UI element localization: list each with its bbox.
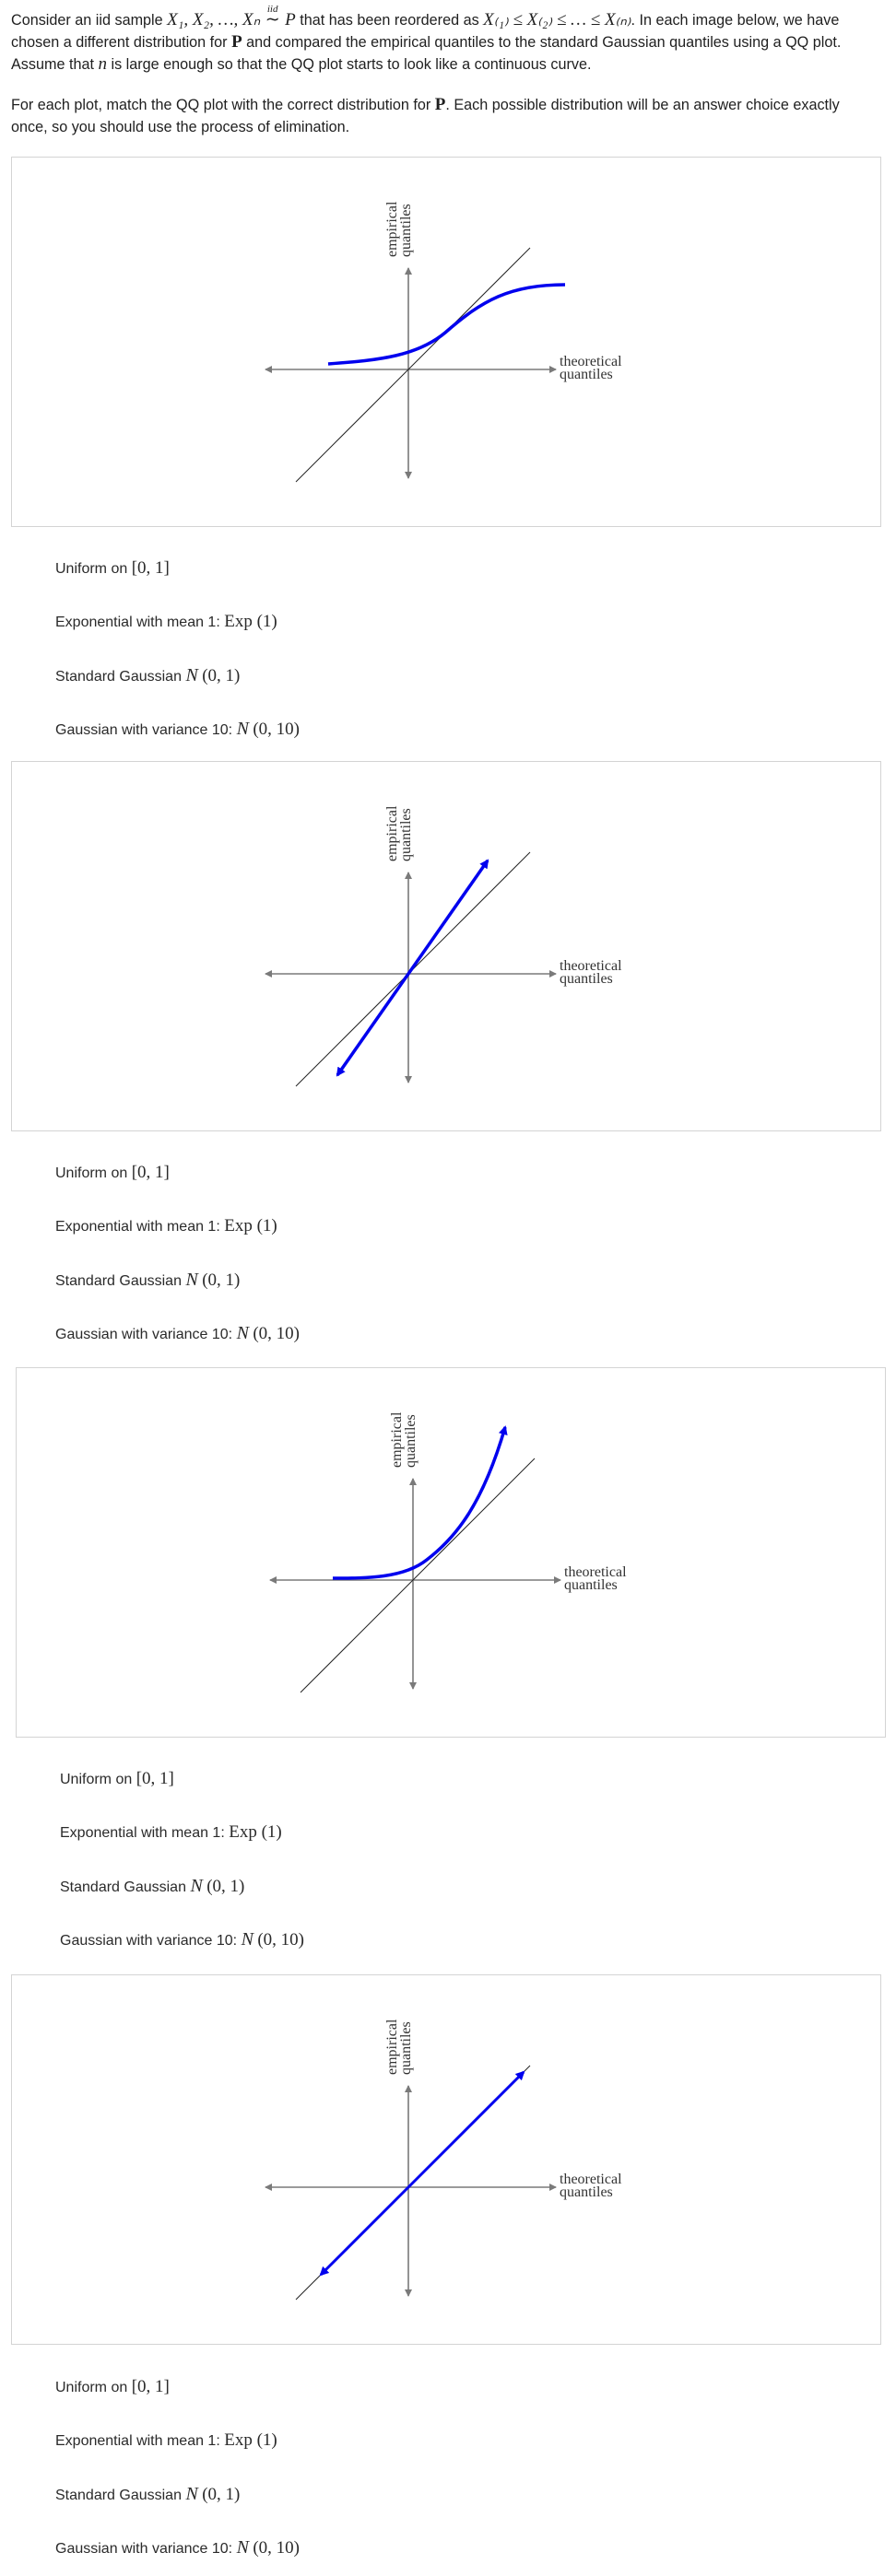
option-standard-gaussian-4[interactable]: Standard Gaussian N (0, 1)	[55, 2484, 241, 2504]
distribution-symbol-bold: P	[231, 32, 242, 52]
qq-curve-upper	[407, 2070, 525, 2189]
reference-line	[295, 247, 531, 483]
qq-plot-1: empiricalquantiles theoretical quantiles	[11, 157, 881, 527]
question-text-part: and compared the empirical quantiles to …	[11, 34, 842, 73]
distribution-symbol: P	[285, 10, 296, 29]
option-exponential-3[interactable]: Exponential with mean 1: Exp (1)	[60, 1822, 282, 1842]
option-gaussian-var10-3[interactable]: Gaussian with variance 10: N (0, 10)	[60, 1929, 305, 1950]
qq-plot-2: empiricalquantiles theoretical quantiles	[11, 761, 881, 1131]
option-standard-gaussian-2[interactable]: Standard Gaussian N (0, 1)	[55, 1270, 241, 1290]
option-uniform-4[interactable]: Uniform on [0, 1]	[55, 2377, 170, 2396]
instruction-paragraph: For each plot, match the QQ plot with th…	[11, 94, 878, 138]
option-uniform-3[interactable]: Uniform on [0, 1]	[60, 1769, 174, 1788]
option-standard-gaussian-3[interactable]: Standard Gaussian N (0, 1)	[60, 1876, 245, 1896]
qq-curve-upper	[407, 859, 489, 976]
option-gaussian-var10-1[interactable]: Gaussian with variance 10: N (0, 10)	[55, 719, 301, 739]
x-axis-label-2: quantiles	[564, 1577, 618, 1593]
question-paragraph: Consider an iid sample X₁, X₂, …, Xₙ ∼ i…	[11, 4, 878, 76]
n-symbol: n	[98, 54, 107, 74]
qq-plot-3: empiricalquantiles theoretical quantiles	[16, 1367, 886, 1738]
y-axis-label: empiricalquantiles	[384, 201, 414, 257]
reference-line	[300, 1458, 536, 1693]
question-text-part: . In each image below, we have chosen a …	[11, 12, 840, 51]
x-axis-label: theoretical	[560, 958, 622, 974]
y-axis-label: empiricalquantiles	[389, 1411, 419, 1468]
tilde-symbol: ∼	[265, 10, 280, 29]
instruction-text-part: . Each possible distribution will be an …	[11, 97, 840, 135]
qq-curve	[327, 283, 566, 366]
x-axis-label-2: quantiles	[560, 971, 613, 987]
iid-symbol: ∼ iid	[265, 4, 281, 31]
option-gaussian-var10-2[interactable]: Gaussian with variance 10: N (0, 10)	[55, 1323, 301, 1343]
qq-plot-1-svg: empiricalquantiles theoretical quantiles	[265, 201, 622, 483]
option-uniform-1[interactable]: Uniform on [0, 1]	[55, 558, 170, 578]
y-axis-label: empiricalquantiles	[384, 805, 414, 861]
order-statistics-math: X₍₁₎ ≤ X₍₂₎ ≤ … ≤ X₍ₙ₎	[483, 10, 631, 29]
qq-plot-4-svg: empiricalquantiles theoretical quantiles	[265, 2019, 622, 2301]
instruction-text-part: For each plot, match the QQ plot with th…	[11, 97, 431, 113]
qq-plot-4: empiricalquantiles theoretical quantiles	[11, 1974, 881, 2345]
option-exponential-1[interactable]: Exponential with mean 1: Exp (1)	[55, 612, 277, 631]
iid-label: iid	[266, 4, 278, 15]
x-axis-label-2: quantiles	[560, 2184, 613, 2200]
sample-math: X₁, X₂, …, Xₙ	[167, 10, 261, 29]
qq-plot-2-svg: empiricalquantiles theoretical quantiles	[265, 805, 622, 1087]
question-text-part: Consider an iid sample	[11, 12, 163, 29]
question-text-part: that has been reordered as	[300, 12, 479, 29]
qq-plot-3-svg: empiricalquantiles theoretical quantiles	[269, 1411, 627, 1693]
option-exponential-2[interactable]: Exponential with mean 1: Exp (1)	[55, 1216, 277, 1235]
x-axis-label-2: quantiles	[560, 367, 613, 382]
distribution-symbol-bold: P	[434, 95, 446, 114]
question-text: Consider an iid sample X₁, X₂, …, Xₙ ∼ i…	[11, 4, 878, 138]
x-axis-label: theoretical	[560, 2172, 622, 2187]
qq-curve	[332, 1425, 508, 1580]
x-axis-label: theoretical	[560, 354, 622, 369]
option-standard-gaussian-1[interactable]: Standard Gaussian N (0, 1)	[55, 665, 241, 685]
option-uniform-2[interactable]: Uniform on [0, 1]	[55, 1163, 170, 1182]
qq-curve-lower	[336, 972, 410, 1077]
x-axis-label: theoretical	[564, 1564, 627, 1580]
y-axis-label: empiricalquantiles	[384, 2019, 414, 2075]
option-exponential-4[interactable]: Exponential with mean 1: Exp (1)	[55, 2430, 277, 2450]
qq-curve-lower	[319, 2185, 410, 2277]
option-gaussian-var10-4[interactable]: Gaussian with variance 10: N (0, 10)	[55, 2537, 301, 2558]
question-text-part: is large enough so that the QQ plot star…	[111, 56, 592, 73]
